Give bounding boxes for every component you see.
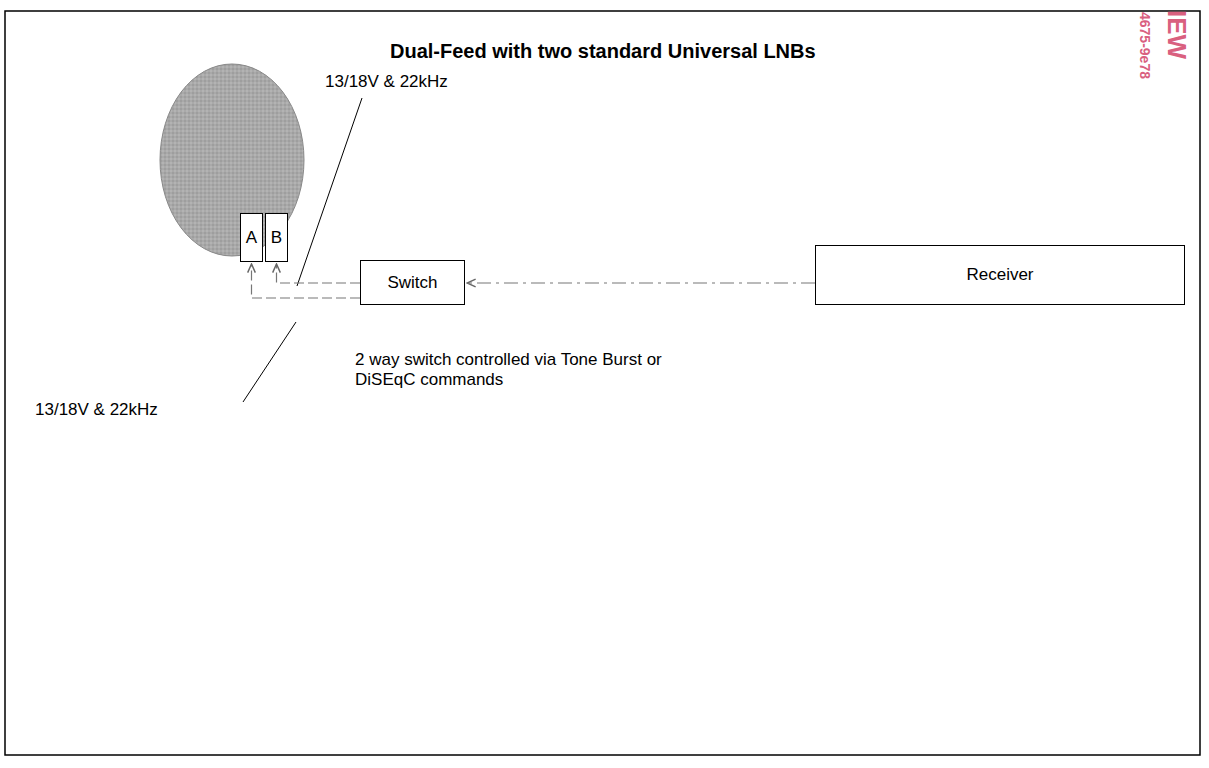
connector-line bbox=[252, 264, 361, 298]
node-text: Switch bbox=[387, 273, 437, 293]
node-text: B bbox=[271, 228, 282, 248]
note: 2 way switch controlled via Tone Burst o… bbox=[355, 350, 685, 391]
diagram-title: Dual-Feed with two standard Universal LN… bbox=[390, 40, 816, 63]
switch-box: Switch bbox=[360, 260, 465, 305]
lnb-box: A bbox=[240, 213, 263, 262]
watermark: 4675-9e78 bbox=[1136, 12, 1153, 79]
node-text: A bbox=[246, 228, 257, 248]
receiver-box: Receiver bbox=[815, 245, 1185, 305]
connector-line bbox=[277, 264, 361, 283]
signal-label: 13/18V & 22kHz bbox=[35, 400, 235, 420]
frame-border bbox=[5, 11, 1200, 755]
watermark: IEW bbox=[1161, 10, 1192, 59]
leader-line bbox=[243, 322, 296, 402]
node-text: Receiver bbox=[966, 265, 1033, 285]
connector-line bbox=[467, 282, 815, 283]
leader-line bbox=[297, 98, 362, 286]
signal-label: 13/18V & 22kHz bbox=[325, 72, 525, 92]
lnb-box: B bbox=[265, 213, 288, 262]
